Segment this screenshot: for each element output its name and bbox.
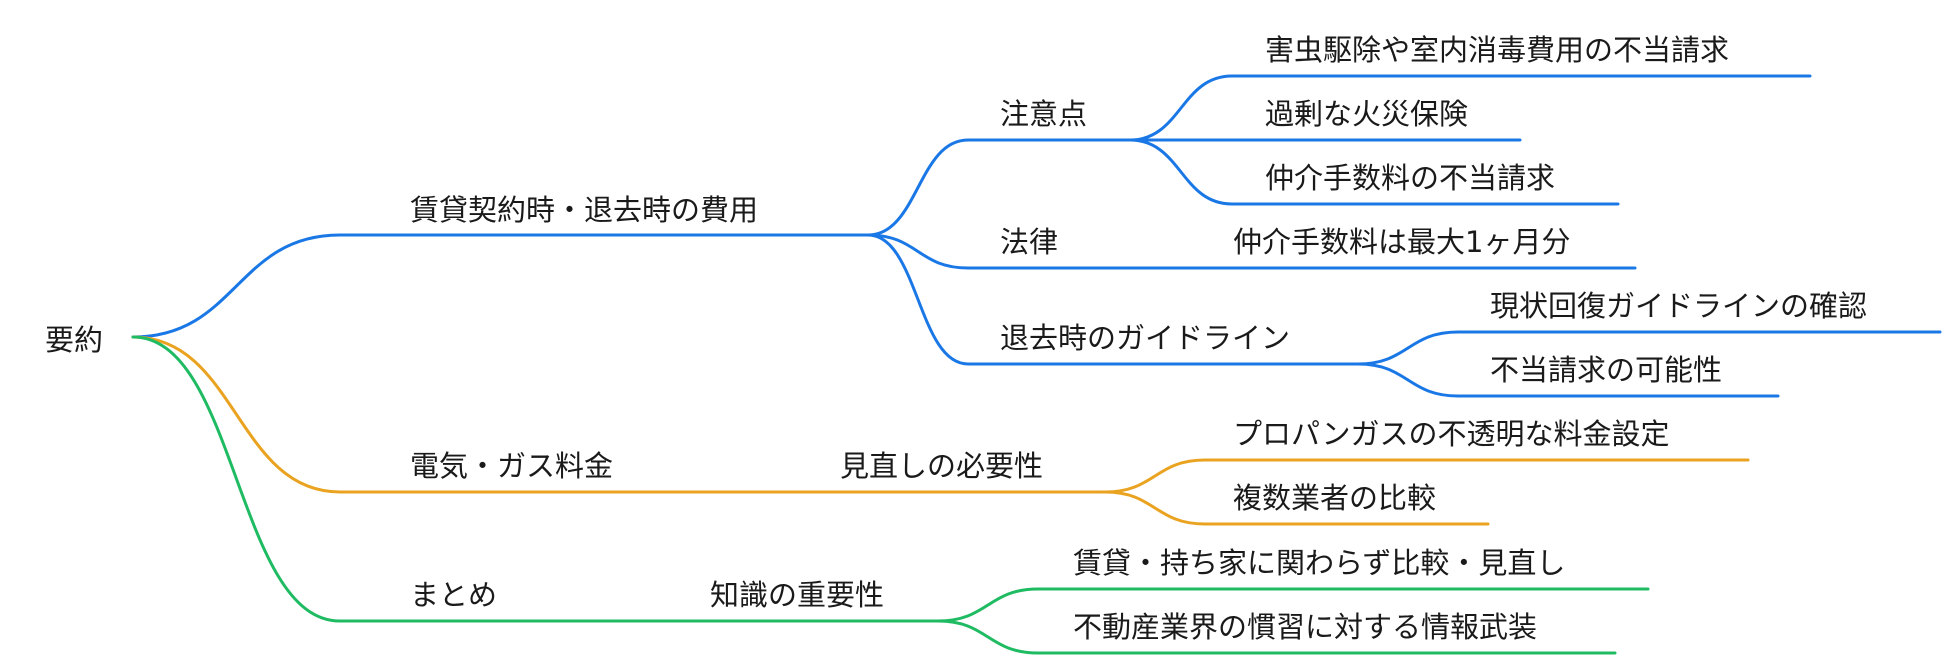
edge-caution-to-agency-fee	[1128, 138, 1620, 206]
leaf-label-propane-pricing: プロパンガスの不透明な料金設定	[1233, 417, 1669, 451]
leaf-label-agency-fee-limit: 仲介手数料は最大1ヶ月分	[1233, 225, 1570, 259]
edge-knowledge-to-compare-review	[936, 587, 1650, 623]
branch-label-rental-costs: 賃貸契約時・退去時の費用	[410, 193, 758, 227]
topic-label-knowledge-importance: 知識の重要性	[710, 578, 884, 612]
leaf-label-compare-vendors: 複数業者の比較	[1233, 481, 1436, 515]
leaf-label-unfair-charge-possibility: 不当請求の可能性	[1490, 353, 1722, 387]
edge-root-to-rental-costs	[131, 233, 870, 339]
topic-label-review-necessity: 見直しの必要性	[840, 449, 1043, 483]
leaf-label-compare-and-review: 賃貸・持ち家に関わらず比較・見直し	[1073, 546, 1565, 580]
edge-review-to-compare-vendors	[1103, 490, 1490, 526]
topic-label-moveout-guideline: 退去時のガイドライン	[1000, 321, 1290, 355]
leaf-label-restoration-guideline: 現状回復ガイドラインの確認	[1490, 289, 1867, 323]
leaf-label-agency-fee-charge: 仲介手数料の不当請求	[1265, 161, 1555, 195]
leaf-label-information-armament: 不動産業界の慣習に対する情報武装	[1073, 610, 1537, 644]
edge-review-to-propane-pricing	[1103, 458, 1750, 494]
edge-caution-to-pest-control	[1128, 74, 1812, 142]
edge-rental-to-law	[866, 233, 1637, 270]
edge-rental-to-caution-points	[866, 138, 1132, 237]
leaf-label-pest-control-charge: 害虫駆除や室内消毒費用の不当請求	[1265, 33, 1729, 67]
root-node-label: 要約	[45, 323, 103, 357]
mind-map-edges	[131, 74, 1942, 655]
branch-label-utility-fees: 電気・ガス料金	[410, 449, 613, 483]
edge-moveout-to-unfair-charge	[1356, 362, 1780, 398]
mind-map-labels: 要約 賃貸契約時・退去時の費用 注意点 害虫駆除や室内消毒費用の不当請求 過剰な…	[45, 33, 1867, 644]
branch-label-summary: まとめ	[410, 578, 497, 612]
edge-root-to-utility-fees	[131, 335, 1107, 494]
topic-label-caution-points: 注意点	[1000, 97, 1087, 131]
topic-label-law: 法律	[1000, 225, 1058, 259]
edge-rental-to-moveout-guideline	[866, 233, 1360, 366]
edge-root-to-summary	[131, 335, 940, 623]
edge-moveout-to-restoration	[1356, 330, 1942, 366]
edge-knowledge-to-information-armament	[936, 619, 1617, 655]
leaf-label-fire-insurance: 過剰な火災保険	[1265, 97, 1468, 131]
